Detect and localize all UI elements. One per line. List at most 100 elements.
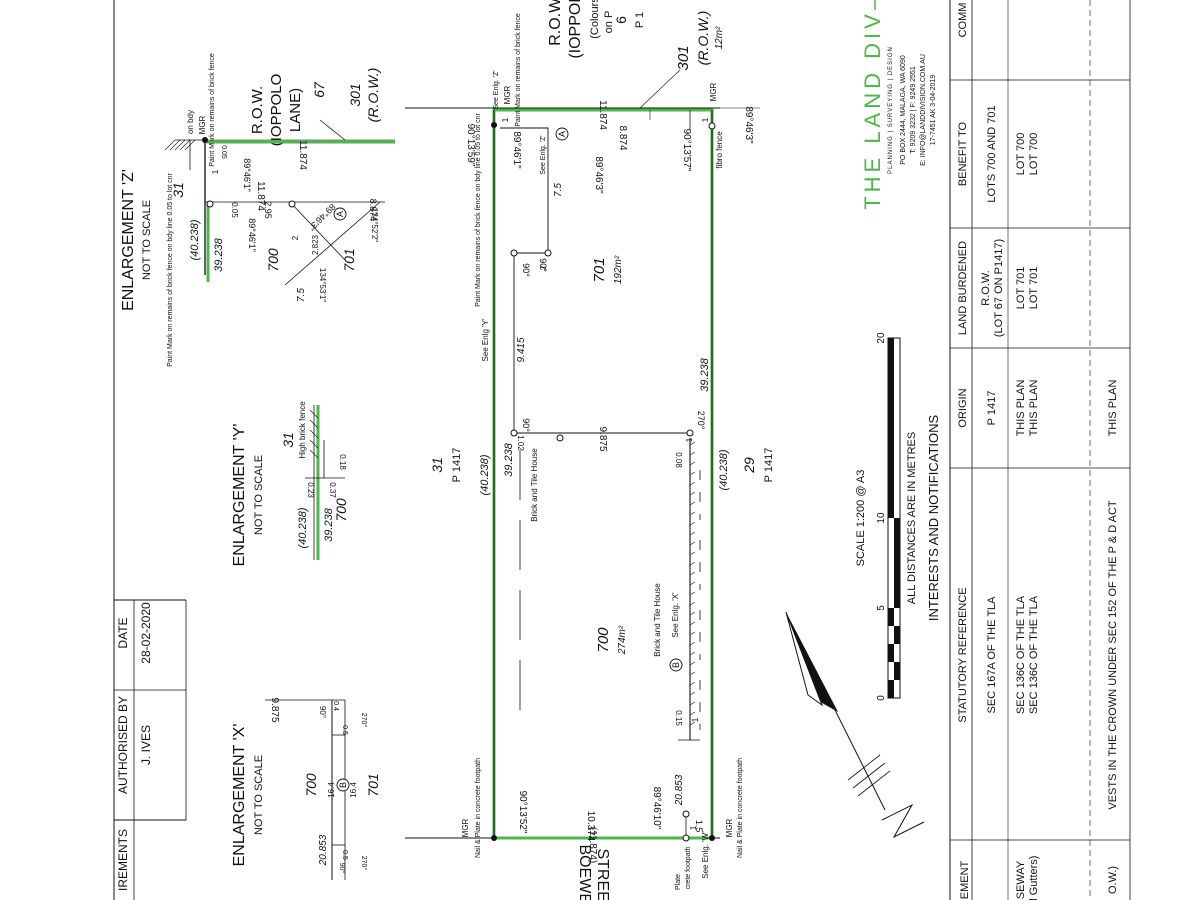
svg-text:89°46'1": 89°46'1" [247,218,257,252]
svg-text:2.823: 2.823 [311,234,320,255]
auth-name: J. IVES [139,725,153,765]
distances-note: ALL DISTANCES ARE IN METRES [906,432,918,604]
svg-text:STREET: STREET [594,848,611,900]
svg-text:90°: 90° [521,418,531,432]
svg-text:B: B [671,662,681,668]
svg-text:LOTS 700 AND 701: LOTS 700 AND 701 [986,105,998,202]
svg-text:0.4: 0.4 [332,701,339,711]
svg-text:LANE): LANE) [287,88,304,132]
lot-700-label: 700 [595,627,612,653]
enlargement-x-title: ENLARGEMENT 'X' [231,724,248,867]
svg-text:90°13'57": 90°13'57" [681,129,692,172]
scale-bar: 0 5 10 20 SCALE 1:200 @ A3 ALL DISTANCES… [855,332,918,701]
svg-text:11.874: 11.874 [255,181,266,211]
svg-text:301: 301 [347,83,363,106]
svg-text:Brick and Tile House: Brick and Tile House [530,448,539,522]
svg-text:31: 31 [280,432,296,448]
svg-text:0: 0 [876,695,887,701]
svg-text:d Gutters): d Gutters) [1028,856,1040,900]
svg-text:16.4: 16.4 [327,782,336,798]
svg-text:0.23: 0.23 [306,482,315,498]
svg-text:701: 701 [365,773,381,796]
svg-text:39.238: 39.238 [503,442,515,477]
svg-text:E: INFO@LANDDIVISION.COM.AU: E: INFO@LANDDIVISION.COM.AU [920,54,927,166]
svg-text:ORIGIN: ORIGIN [957,388,969,427]
svg-text:90°13'59": 90°13'59" [465,124,476,167]
svg-text:High brick fence: High brick fence [298,401,307,459]
svg-text:1: 1 [701,117,710,122]
svg-text:A: A [557,131,567,137]
svg-text:DATE: DATE [116,617,130,648]
svg-text:134°53'1": 134°53'1" [318,268,327,302]
enlargement-z: ENLARGEMENT 'Z' NOT TO SCALE 31 700 701 … [120,53,395,367]
svg-text:THE LAND DIV: THE LAND DIV [860,10,885,210]
svg-text:Nail & Plate in concrete footp: Nail & Plate in concrete footpath [475,758,482,858]
svg-text:0.08: 0.08 [674,452,683,468]
svg-text:A: A [335,211,345,217]
svg-text:9.875: 9.875 [597,426,608,451]
company-logo: THE LAND DIV PLANNING | SURVEYING | DESI… [860,0,937,210]
svg-text:39.238: 39.238 [213,237,225,272]
interests-title: INTERESTS AND NOTIFICATIONS [926,415,941,622]
svg-text:90°: 90° [338,863,346,874]
svg-text:0.05: 0.05 [220,145,227,159]
svg-text:90°: 90° [318,706,327,718]
svg-text:700: 700 [265,248,281,272]
svg-text:5: 5 [876,605,887,611]
svg-text:90°: 90° [538,258,548,272]
svg-text:(IOPPOLO: (IOPPOLO [567,0,584,59]
svg-text:BENEFIT TO: BENEFIT TO [957,121,969,186]
svg-text:8.874: 8.874 [368,199,378,222]
svg-text:See Enlg. 'X': See Enlg. 'X' [671,592,680,638]
svg-text:10.374: 10.374 [585,811,596,842]
svg-text:701: 701 [341,248,357,271]
svg-text:THIS PLAN: THIS PLAN [1028,380,1040,437]
svg-text:STATUTORY REFERENCE: STATUTORY REFERENCE [957,587,969,722]
svg-text:SEC 136C OF THE TLA: SEC 136C OF THE TLA [1028,595,1040,714]
svg-text:1.02: 1.02 [516,435,525,451]
svg-text:(40.238): (40.238) [718,449,730,490]
svg-text:T: 9209 3232 | F: 9249 2551: T: 9209 3232 | F: 9249 2551 [910,66,917,154]
svg-text:(Colours: (Colours [589,0,601,39]
svg-text:LOT 700: LOT 700 [1028,133,1040,176]
svg-text:270°: 270° [360,856,368,871]
svg-text:See Enlg. 'W': See Enlg. 'W' [701,831,710,879]
svg-text:7.5: 7.5 [296,288,307,302]
svg-text:90°: 90° [521,263,531,277]
svg-text:20.853: 20.853 [674,774,685,806]
svg-text:(40.238): (40.238) [479,454,491,495]
svg-text:2: 2 [291,235,300,240]
svg-text:AUTHORISED BY: AUTHORISED BY [116,696,130,794]
svg-text:0.37: 0.37 [328,482,337,498]
svg-text:B: B [338,782,348,788]
svg-text:12m²: 12m² [714,26,725,49]
svg-text:20: 20 [876,332,887,344]
svg-text:7.5: 7.5 [553,183,564,197]
svg-text:COMM: COMM [957,3,969,38]
svg-text:P 1417: P 1417 [451,448,463,483]
svg-text:Paint Mark on remains of brick: Paint Mark on remains of brick fence on … [475,112,482,306]
svg-text:89°46'3": 89°46'3" [743,106,754,144]
svg-text:See Enlg. 'Z': See Enlg. 'Z' [540,135,547,174]
svg-text:0.5: 0.5 [341,725,348,735]
enlargement-y: ENLARGEMENT 'Y' NOT TO SCALE 31 700 High… [231,401,349,567]
svg-text:9.415: 9.415 [516,337,527,362]
svg-text:SEWAY: SEWAY [1015,860,1027,899]
svg-text:270°: 270° [360,713,368,728]
svg-text:Nail & Plate in concrete footp: Nail & Plate in concrete footpath [737,758,744,858]
svg-text:0.15: 0.15 [674,710,683,726]
svg-text:270°: 270° [696,411,706,430]
auth-date: 28-02-2020 [139,602,153,664]
svg-text:R.O.W.: R.O.W. [980,270,992,305]
svg-text:1: 1 [691,717,700,722]
svg-text:0.18: 0.18 [338,454,347,470]
svg-text:on bdy: on bdy [186,110,195,134]
svg-text:BOEWER: BOEWER [576,844,593,900]
svg-text:11.874: 11.874 [297,140,308,170]
svg-text:VESTS IN THE CROWN UNDER SEC 1: VESTS IN THE CROWN UNDER SEC 152 OF THE … [1107,500,1119,810]
svg-text:29: 29 [741,457,757,474]
svg-text:16.4: 16.4 [349,782,358,798]
svg-text:1: 1 [689,825,698,830]
svg-text:Paint Mark on remains of brick: Paint Mark on remains of brick fence [515,13,522,127]
